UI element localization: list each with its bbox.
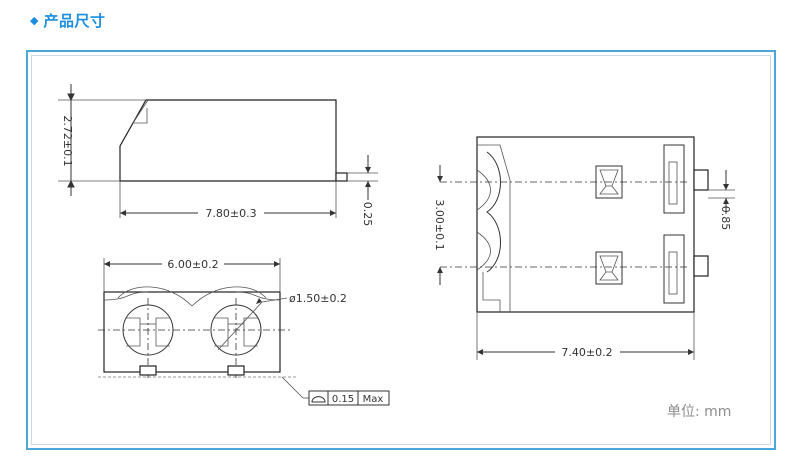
profile-tolerance-icon xyxy=(311,396,326,403)
unit-note: 单位: mm xyxy=(667,404,732,420)
diamond-icon: ◆ xyxy=(30,13,39,27)
top-lead-label: 0.85 xyxy=(719,206,732,231)
section-header: ◆ 产品尺寸 xyxy=(30,9,105,31)
drawing-frame-inner xyxy=(31,55,771,445)
side-length-label: 7.80±0.3 xyxy=(205,207,256,220)
side-lead-label: 0.25 xyxy=(361,202,374,227)
side-view: 2.72±0.1 7.80±0.3 0.25 xyxy=(58,84,378,226)
top-length-label: 7.40±0.2 xyxy=(561,346,612,359)
top-pitch-label: 3.00±0.1 xyxy=(433,199,446,250)
flatness-value: 0.15 xyxy=(332,394,354,405)
section-title: 产品尺寸 xyxy=(43,11,106,30)
front-diameter-label: ø1.50±0.2 xyxy=(289,292,347,305)
side-height-label: 2.72±0.1 xyxy=(61,115,74,166)
front-width-label: 6.00±0.2 xyxy=(167,258,218,271)
front-view: 6.00±0.2 ø1.50±0.2 0.15 Max xyxy=(98,258,390,406)
flatness-max: Max xyxy=(363,394,384,405)
top-view: 3.00±0.1 0.85 7.40±0.2 xyxy=(433,136,735,360)
